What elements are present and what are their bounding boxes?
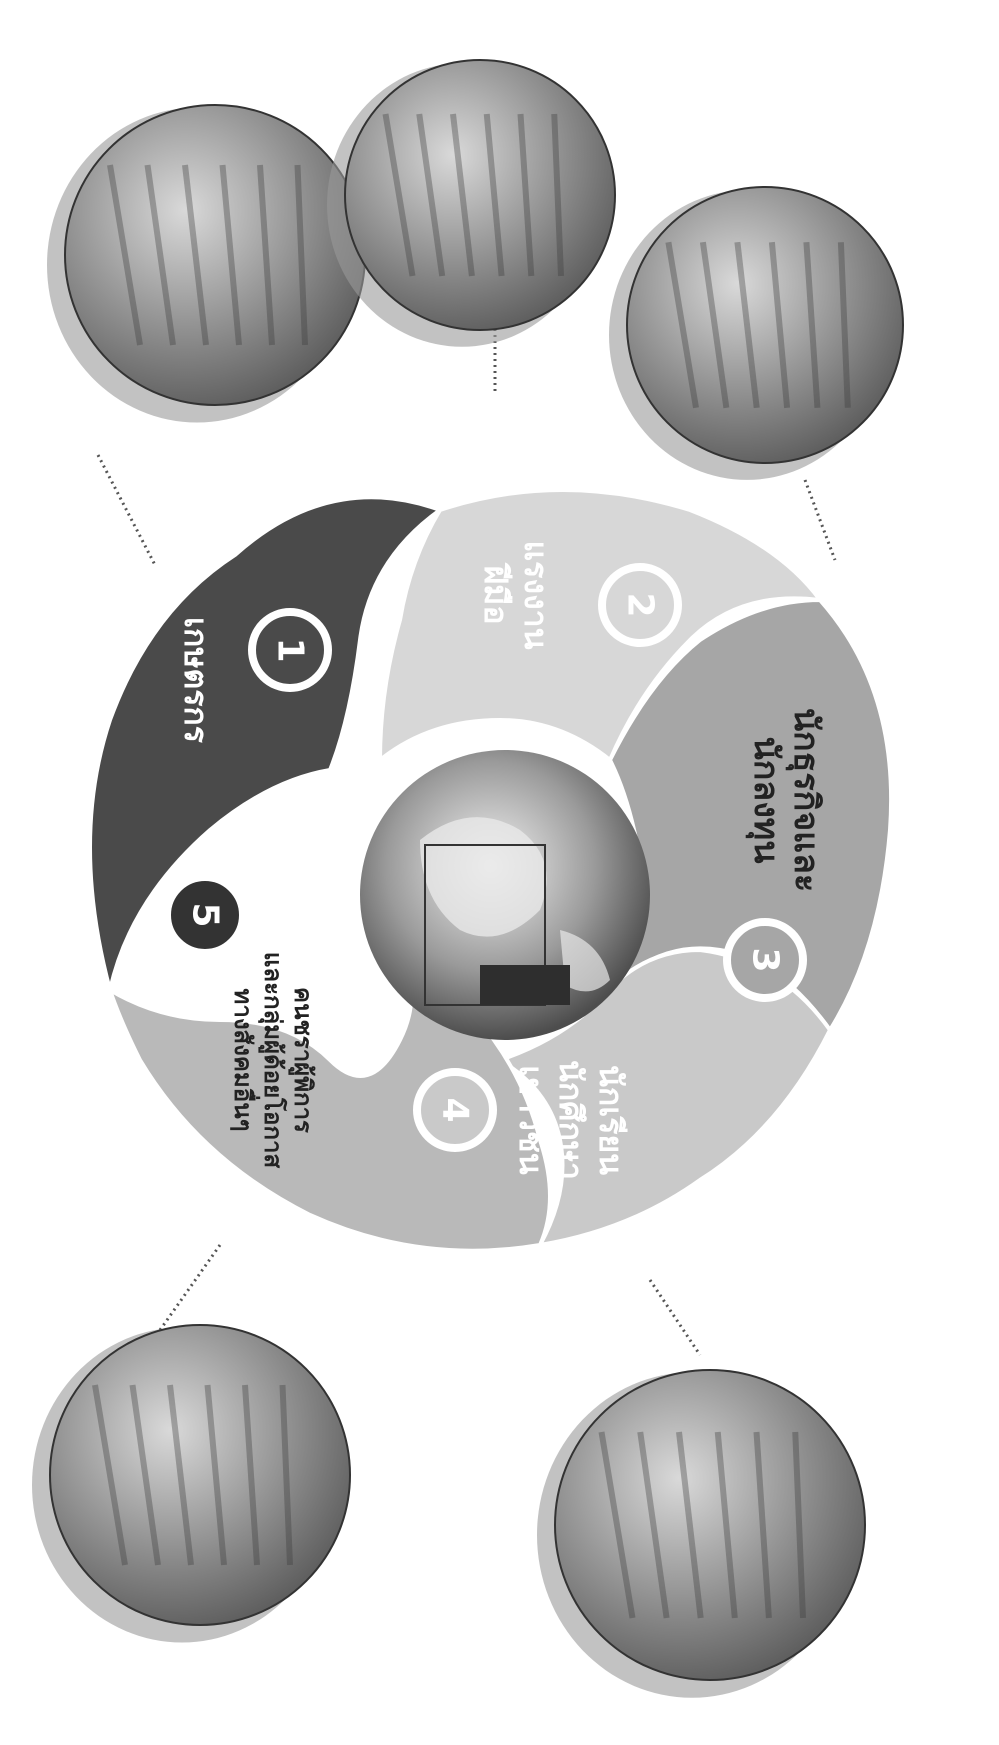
- factory-workers-photo: [327, 60, 615, 347]
- badge-number-1: 1: [270, 637, 311, 662]
- badge-number-5: 5: [185, 902, 226, 927]
- segment-label-4: นักเรียนนักศึกษาเยาวชน: [512, 1060, 630, 1180]
- number-badge-1: 1: [252, 612, 328, 688]
- elderly-disabled-photo: [537, 1370, 865, 1698]
- badge-number-2: 2: [620, 592, 661, 617]
- students-photo: [32, 1325, 350, 1643]
- badge-number-4: 4: [435, 1097, 476, 1122]
- globe-icon: [360, 750, 650, 1040]
- segment-label-1: เกษตรกร: [177, 617, 215, 743]
- number-badge-4: 4: [417, 1072, 493, 1148]
- farmers-photo: [47, 105, 365, 423]
- number-badge-3: 3: [727, 922, 803, 998]
- number-badge-5: 5: [167, 877, 243, 953]
- businessman-photo: [609, 187, 903, 480]
- badge-number-3: 3: [745, 947, 786, 972]
- number-badge-2: 2: [602, 567, 678, 643]
